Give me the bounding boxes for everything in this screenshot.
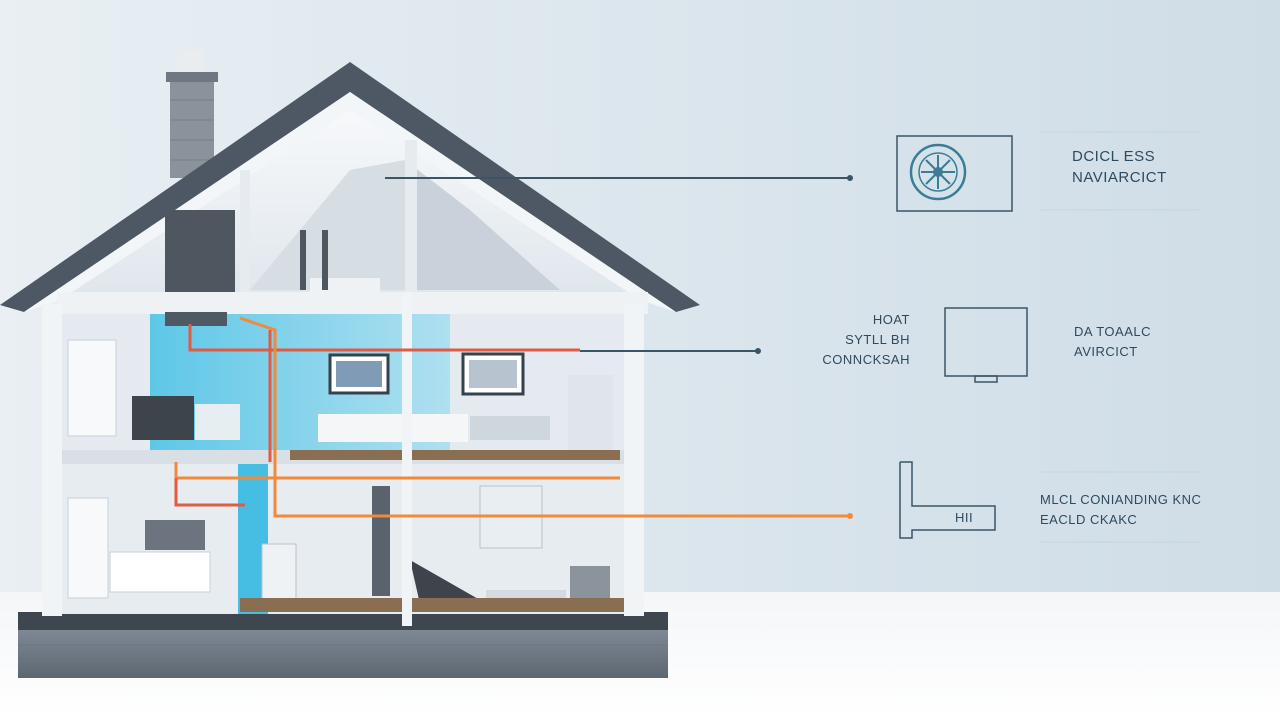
connector-dot-mid [755,348,761,354]
guide-lines [1040,131,1200,543]
duct-unit-icon [899,461,996,539]
display-panel-icon [944,307,1028,383]
upper-floor [62,312,638,455]
connector-dot-bottom [847,513,853,519]
wood-floor-upper [290,450,620,460]
label-mid-right-line2: AVIRCICT [1074,344,1138,359]
label-mid-left-line1: HOAT [872,312,910,327]
label-duct-box: HII [955,510,974,525]
label-top-line2: NAVIARCICT [1072,169,1167,186]
connector-lines [385,175,853,519]
label-bottom-line1: MLCL CONIANDING KNC [1040,492,1202,507]
label-top: DCICL ESS NAVIARCICT [1072,146,1167,188]
pipe-network [174,316,850,518]
foundation [18,612,668,678]
ground-floor [62,464,628,614]
label-mid-left-line2: SYTLL BH [845,332,910,347]
chimney [166,50,218,178]
fan-unit-icon [896,135,1013,212]
label-top-line1: DCICL ESS [1072,148,1156,165]
label-mid-left-line3: CONNCKSAH [822,352,910,367]
label-mid-right-line1: DA TOAALC [1074,324,1151,339]
label-mid-left: HOAT SYTLL BH CONNCKSAH [812,310,910,370]
label-bottom-line2: EACLD CKAKC [1040,512,1138,527]
connector-dot-top [847,175,853,181]
label-bottom: MLCL CONIANDING KNC EACLD CKAKC [1040,490,1201,530]
label-mid-right: DA TOAALC AVIRCICT [1074,322,1151,362]
attic-floor-slab [58,292,648,314]
house-walls [42,292,644,626]
